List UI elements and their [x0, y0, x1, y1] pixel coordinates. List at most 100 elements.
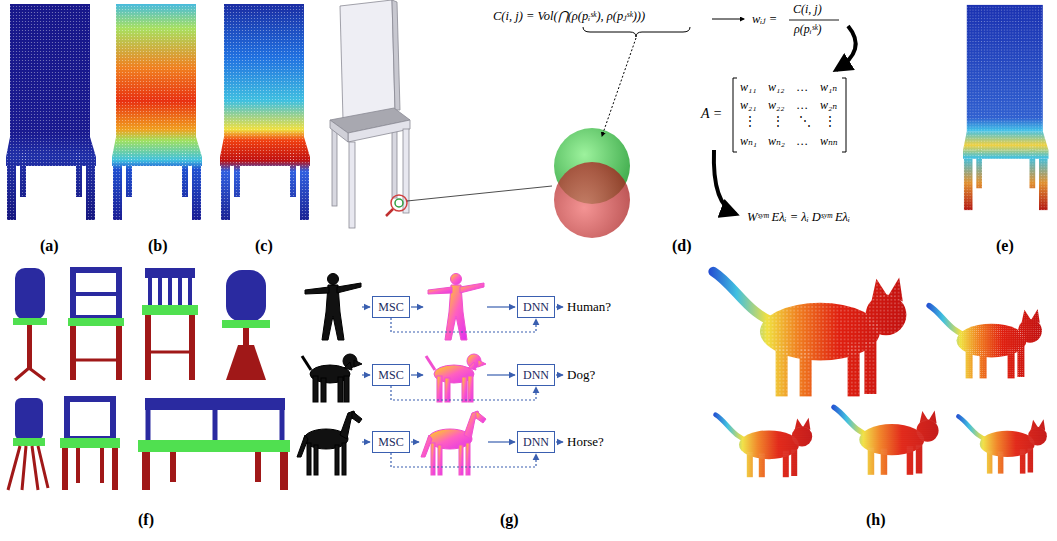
segmented-chairs	[142, 305, 198, 315]
segmented-chairs	[280, 452, 288, 490]
segmented-chairs	[138, 440, 290, 452]
chair-e	[963, 5, 1049, 210]
formula-text: w₁₁	[740, 80, 756, 94]
segmented-chairs	[168, 278, 172, 305]
flow-arrows	[411, 441, 419, 442]
segmented-chairs	[170, 452, 176, 482]
formula-text: ⋱	[799, 114, 811, 128]
cat-point-clouds	[929, 306, 1042, 379]
magnifier	[386, 209, 393, 216]
segmented-chairs	[70, 326, 76, 380]
cat-point-clouds	[716, 415, 813, 477]
cat-point-clouds	[713, 272, 906, 397]
msc-colored-shapes	[421, 411, 486, 475]
process-box: DNN	[517, 296, 555, 318]
formula-text: w₁ₙ	[820, 80, 837, 94]
formula-text: wᵢⱼ =	[752, 12, 777, 27]
chair-c	[220, 4, 310, 220]
chair-b	[112, 4, 202, 220]
flow-arrows	[411, 306, 423, 307]
mesh-chair	[348, 120, 410, 142]
process-box: MSC	[372, 431, 410, 453]
segmented-chairs	[76, 448, 80, 483]
formula-text: wₙ₂	[768, 134, 785, 148]
formula-marks	[714, 150, 736, 214]
segmented-chairs	[15, 368, 45, 380]
formula-marks	[583, 19, 856, 214]
segmented-chairs	[67, 399, 113, 439]
flow-arrows	[362, 307, 563, 442]
segmented-chairs	[100, 448, 104, 483]
flow-arrows	[362, 374, 370, 375]
chair-a	[6, 4, 96, 220]
segmented-chairs	[27, 325, 32, 370]
process-box: MSC	[372, 364, 410, 386]
mesh-chair	[330, 0, 410, 228]
process-box: DNN	[517, 431, 555, 453]
flow-arrows	[362, 441, 370, 442]
chair-e	[963, 5, 1049, 210]
formula-text: w₂₂	[768, 98, 784, 112]
segmented-chairs	[213, 410, 218, 440]
segmented-chairs	[76, 359, 116, 362]
chair-b	[112, 4, 202, 220]
box-label: MSC	[373, 432, 409, 452]
formula-text: w₂ₙ	[820, 98, 837, 112]
segmented-chairs	[145, 398, 285, 410]
formula-marks	[789, 20, 839, 21]
formula-text: w₂₁	[740, 98, 756, 112]
segmented-chairs	[189, 315, 195, 380]
msc-colored-shapes	[421, 274, 486, 476]
formula-text: …	[797, 80, 808, 94]
class-question: Human?	[567, 299, 611, 315]
magnifier	[386, 186, 552, 216]
magnifier	[391, 195, 407, 211]
formula-marks	[712, 19, 744, 20]
segmented-chairs	[226, 270, 266, 322]
cat-point-clouds	[958, 416, 1047, 473]
flow-arrows	[556, 306, 563, 307]
cat-point-clouds	[834, 407, 939, 475]
flow-arrows	[362, 306, 370, 307]
mesh-chair	[392, 0, 400, 110]
formula-text: wₙ₁	[740, 134, 757, 148]
magnifier	[407, 186, 552, 201]
segmented-chairs	[142, 452, 150, 490]
formula-text: ⋮	[824, 114, 836, 128]
flow-arrows	[411, 374, 423, 375]
formula-marks	[583, 27, 690, 37]
box-label: DNN	[518, 365, 554, 385]
formula-marks	[602, 38, 636, 136]
segmented-chairs	[280, 410, 285, 440]
panel-label: (f)	[138, 510, 154, 529]
process-box: MSC	[372, 296, 410, 318]
mesh-chair	[330, 120, 348, 142]
chair-e	[963, 5, 1049, 210]
shape-silhouettes	[297, 411, 362, 475]
formula-text: …	[797, 98, 808, 112]
dotted-connector	[391, 386, 536, 400]
chair-b	[112, 4, 202, 220]
panel-label: (a)	[40, 236, 59, 255]
panel-label: (e)	[996, 236, 1014, 255]
class-question: Dog?	[567, 367, 595, 383]
magnifier	[395, 199, 403, 207]
segmented-chairs	[151, 351, 189, 354]
mesh-chair	[340, 0, 395, 120]
segmented-chairs	[13, 318, 47, 325]
flow-arrows	[556, 374, 563, 375]
panel-label: (d)	[672, 236, 692, 255]
segmented-chairs	[15, 398, 43, 440]
formula-marks	[733, 78, 737, 152]
segmented-chairs	[68, 318, 124, 326]
msc-colored-shapes	[428, 274, 484, 341]
formula-text: w₁₂	[768, 80, 784, 94]
box-label: DNN	[518, 297, 554, 317]
box-label: MSC	[373, 297, 409, 317]
chair-a	[6, 4, 96, 220]
formula-marks	[842, 78, 846, 152]
segmented-chairs	[178, 278, 182, 305]
flow-arrows	[488, 441, 515, 442]
